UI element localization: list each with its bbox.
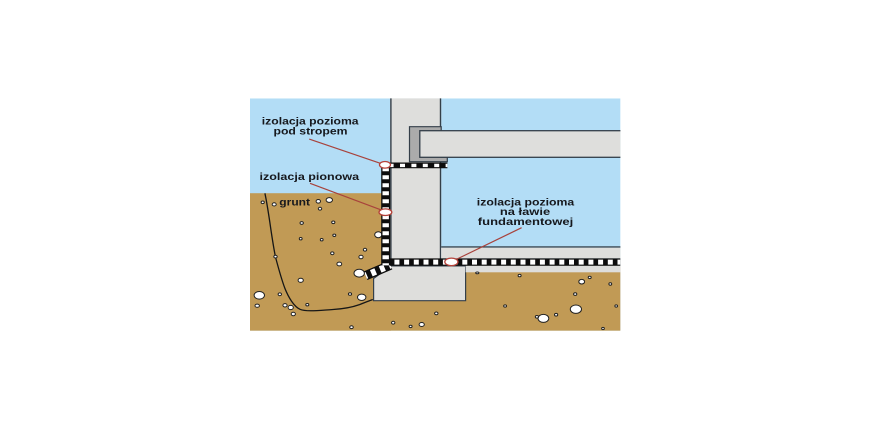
svg-text:pod stropem: pod stropem (274, 126, 348, 137)
svg-text:izolacja pozioma: izolacja pozioma (477, 197, 575, 208)
svg-text:fundamentowej: fundamentowej (478, 217, 574, 228)
svg-text:izolacja pozioma: izolacja pozioma (262, 117, 359, 128)
svg-text:izolacja pionowa: izolacja pionowa (260, 172, 360, 183)
svg-text:grunt: grunt (279, 198, 310, 209)
svg-text:na ławie: na ławie (500, 207, 551, 218)
